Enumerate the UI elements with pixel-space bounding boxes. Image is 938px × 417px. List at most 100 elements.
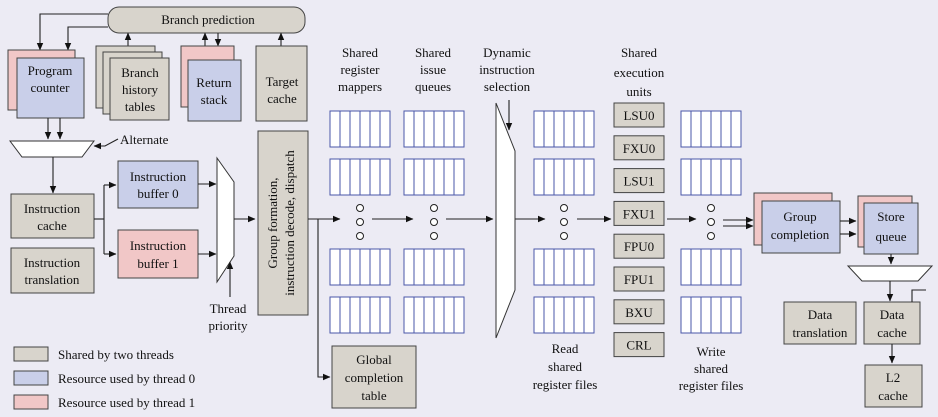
svg-text:execution: execution: [614, 65, 665, 80]
read-register-file-cell: [563, 158, 575, 196]
issue-queue-cell: [443, 158, 455, 196]
svg-text:mappers: mappers: [338, 79, 382, 94]
register-mapper-cell: [369, 248, 381, 286]
issue-queue-cell: [413, 248, 425, 286]
register-mapper-cell: [369, 296, 381, 334]
write-register-file-grid: [680, 110, 742, 334]
write-register-file-cell: [720, 110, 732, 148]
register-mapper-cell: [329, 248, 341, 286]
register-mapper-cell: [339, 158, 351, 196]
issue-queue-cell: [433, 110, 445, 148]
write-register-file-cell: [710, 296, 722, 334]
write-register-file-cell: [680, 296, 692, 334]
register-mapper-cell: [379, 158, 391, 196]
svg-text:completion: completion: [345, 370, 404, 385]
instruction-cache: Instruction cache: [10, 193, 95, 239]
write-register-file-cell: [720, 296, 732, 334]
svg-text:instruction: instruction: [479, 62, 535, 77]
svg-text:buffer 0: buffer 0: [137, 186, 178, 201]
thread-priority-mux: [216, 156, 235, 284]
read-register-file-cell: [563, 296, 575, 334]
read-register-file-cell: [533, 248, 545, 286]
legend-item-shared: Shared by two threads: [13, 346, 174, 362]
svg-text:translation: translation: [25, 272, 80, 287]
svg-text:Read: Read: [552, 341, 579, 356]
svg-text:Branch: Branch: [121, 65, 159, 80]
register-mapper-cell: [369, 110, 381, 148]
write-register-file-cell: [690, 110, 702, 148]
svg-text:issue: issue: [420, 62, 446, 77]
write-register-file-cell: [700, 248, 712, 286]
svg-text:Store: Store: [877, 209, 905, 224]
read-register-file-cell: [533, 158, 545, 196]
write-register-file-cell: [700, 158, 712, 196]
execution-unit-label: CRL: [626, 338, 651, 353]
register-mapper-cell: [359, 248, 371, 286]
instruction-buffer-0: Instruction buffer 0: [117, 160, 199, 209]
group-completion: Group completion: [753, 192, 841, 254]
issue-queue-cell: [443, 110, 455, 148]
register-mapper-cell: [359, 296, 371, 334]
store-queue: Store queue: [857, 195, 919, 255]
issue-queue-cell: [423, 248, 435, 286]
issue-queue-cell: [403, 158, 415, 196]
execution-unit-fpu1: [613, 266, 665, 292]
target-cache: Target cache: [255, 45, 308, 122]
execution-unit-label: BXU: [625, 305, 653, 320]
svg-text:history: history: [122, 82, 159, 97]
issue-queue-grid: [403, 110, 465, 334]
register-mapper-cell: [339, 248, 351, 286]
issue-queue-cell: [453, 158, 465, 196]
write-register-files-label: Write shared register files: [679, 344, 744, 393]
write-register-file-cell: [700, 296, 712, 334]
svg-text:Data: Data: [808, 307, 833, 322]
svg-text:Shared: Shared: [415, 45, 452, 60]
issue-queue-cell: [403, 296, 415, 334]
register-mapper-cell: [339, 296, 351, 334]
write-register-file-cell: [710, 248, 722, 286]
execution-unit-label: FXU0: [623, 141, 656, 156]
execution-unit-lsu1: [613, 168, 665, 194]
svg-text:L2: L2: [886, 370, 900, 385]
read-register-file-cell: [553, 296, 565, 334]
register-mapper-cell: [359, 158, 371, 196]
svg-text:Thread: Thread: [210, 301, 247, 316]
legend-item-thread0: Resource used by thread 0: [13, 370, 195, 386]
issue-ellipsis: [430, 204, 438, 240]
svg-text:Program: Program: [28, 63, 73, 78]
shared-register-mappers-label: Shared register mappers: [338, 45, 382, 94]
issue-queue-cell: [433, 158, 445, 196]
return-stack: Return stack: [180, 45, 242, 122]
data-translation: Data translation: [783, 301, 857, 345]
register-mapper-cell: [379, 248, 391, 286]
register-mapper-cell: [349, 248, 361, 286]
svg-text:units: units: [626, 84, 651, 99]
read-register-file-cell: [563, 110, 575, 148]
read-register-file-cell: [543, 110, 555, 148]
issue-queue-cell: [453, 296, 465, 334]
write-register-file-cell: [680, 158, 692, 196]
execution-unit-crl: [613, 332, 665, 358]
svg-text:Branch prediction: Branch prediction: [161, 12, 255, 27]
svg-text:Instruction: Instruction: [24, 201, 81, 216]
execution-unit-label: FXU1: [623, 206, 656, 221]
svg-text:Dynamic: Dynamic: [483, 45, 531, 60]
read-register-file-cell: [533, 296, 545, 334]
register-mapper-cell: [379, 296, 391, 334]
execution-unit-bxu: [613, 299, 665, 325]
svg-text:priority: priority: [209, 318, 248, 333]
read-register-file-cell: [573, 248, 585, 286]
thread-priority-label: Thread priority: [209, 301, 248, 333]
write-register-file-cell: [730, 158, 742, 196]
read-register-files-label: Read shared register files: [533, 341, 598, 392]
branch-history-tables: Branch history tables: [95, 45, 170, 121]
write-register-file-cell: [710, 158, 722, 196]
register-mapper-cell: [349, 158, 361, 196]
svg-text:instruction decode, dispatch: instruction decode, dispatch: [282, 150, 297, 296]
register-mapper-cell: [349, 296, 361, 334]
issue-queue-cell: [423, 158, 435, 196]
l2-cache: L2 cache: [864, 364, 923, 408]
read-register-file-cell: [533, 110, 545, 148]
instruction-translation: Instruction translation: [10, 247, 95, 294]
legend-item-thread1: Resource used by thread 1: [13, 394, 195, 410]
